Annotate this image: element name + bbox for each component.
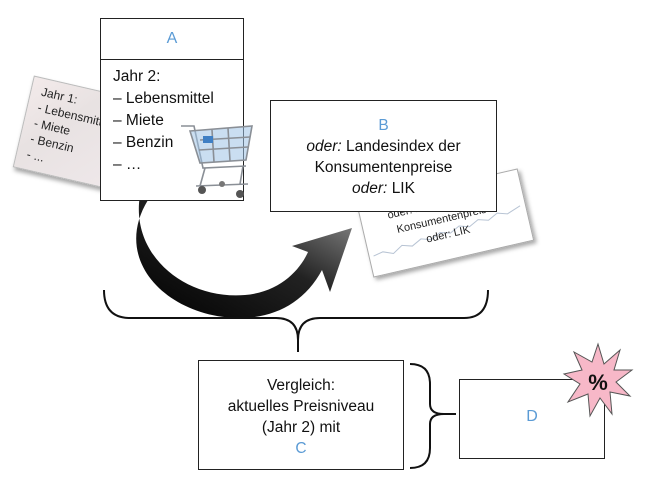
upper-brace: [103, 289, 489, 352]
box-b-text: Landesindex der: [346, 138, 461, 155]
box-c-line1: Vergleich:: [266, 377, 336, 394]
box-a-letter: A: [166, 30, 178, 47]
right-brace: [409, 363, 456, 469]
box-b-oder: oder:: [306, 138, 342, 155]
percent-symbol: %: [588, 370, 608, 395]
box-a-header: A: [101, 19, 243, 60]
lik-card: oder: Landesindex der Konsumentenpreise …: [356, 168, 535, 278]
box-b-letter: B: [378, 117, 389, 134]
box-b-line3: oder: LIK: [271, 178, 496, 199]
list-item: – Benzin: [113, 134, 174, 151]
list-item: – Lebensmittel: [113, 90, 214, 107]
box-b-text: LIK: [391, 180, 415, 197]
box-a-list: Jahr 2: – Lebensmittel – Miete – Benzin …: [101, 60, 243, 176]
curved-arrow: [136, 195, 352, 318]
starburst-icon: [562, 342, 634, 418]
percent-badge: %: [562, 342, 634, 418]
box-a: A Jahr 2: – Lebensmittel – Miete – Benzi…: [100, 18, 244, 201]
box-b-line2: Konsumentenpreise: [314, 159, 453, 176]
box-c: Vergleich: aktuelles Preisniveau (Jahr 2…: [198, 360, 404, 470]
box-b-oder: oder:: [352, 180, 388, 197]
box-d-letter: D: [526, 408, 538, 425]
box-c-line3: (Jahr 2) mit: [261, 419, 341, 436]
box-c-letter: C: [295, 440, 307, 457]
box-b-line1: oder: Landesindex der: [271, 136, 496, 157]
box-b: B oder: Landesindex der Konsumentenpreis…: [270, 100, 497, 212]
year1-item: - ...: [25, 147, 46, 165]
list-item: – Miete: [113, 112, 164, 129]
box-c-line2: aktuelles Preisniveau: [227, 398, 375, 415]
lik-card-chart: [373, 205, 521, 257]
box-a-year: Jahr 2:: [113, 68, 161, 85]
list-item: – …: [113, 156, 142, 173]
